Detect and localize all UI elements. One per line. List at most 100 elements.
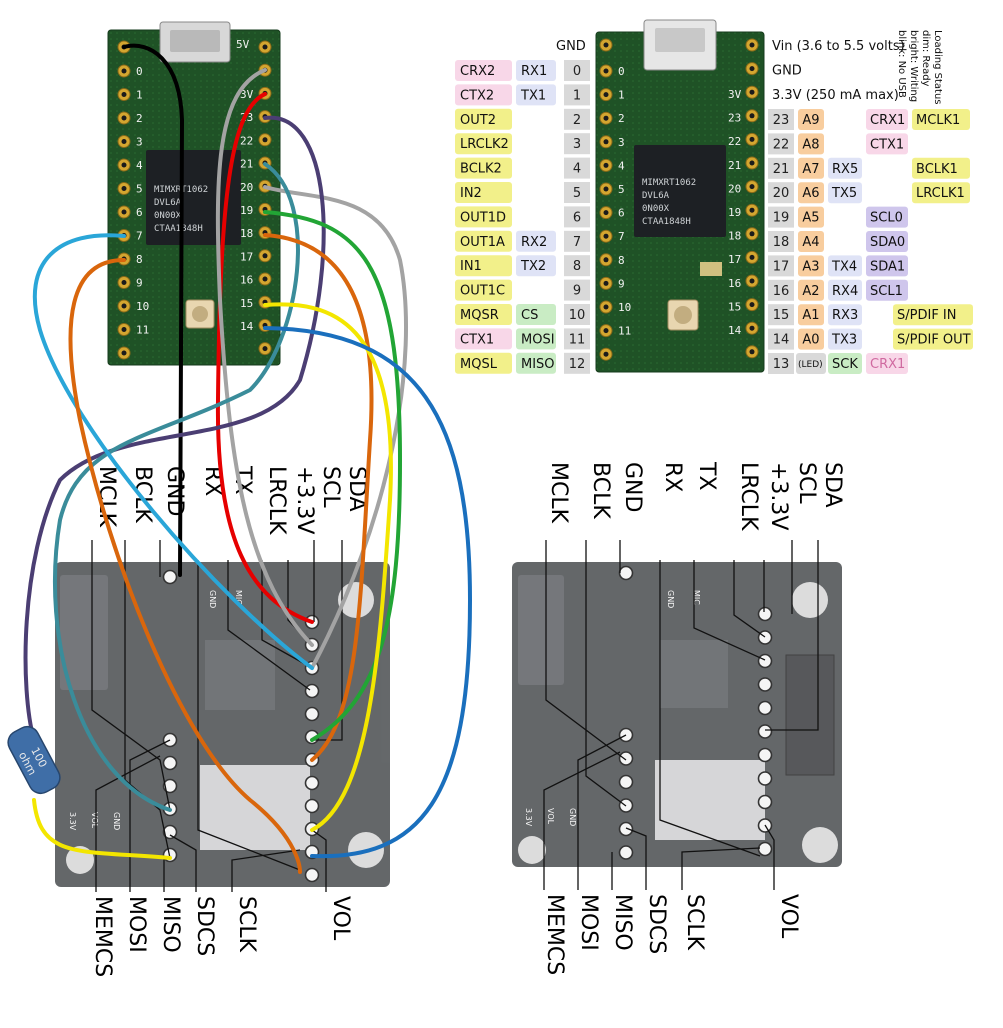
pinout-analog-label: A3	[802, 259, 819, 274]
audio-l-signal-vol: VOL	[328, 896, 353, 941]
audio-r-pad-right	[757, 630, 773, 645]
audio-r-pad-right	[757, 653, 773, 669]
pinout-pin-number-bg	[768, 206, 794, 228]
pinout-pin-number: 19	[773, 211, 790, 226]
pinout-alt-label: CRX1	[870, 113, 905, 128]
pinout-label-bg	[516, 328, 556, 350]
teensy-r-silk-left: 4	[618, 159, 625, 172]
audio-l-pad-right	[304, 683, 320, 699]
pinout-pin-number-bg	[564, 157, 590, 179]
pinout-audio-bg	[893, 328, 973, 350]
pinout-alt-label: SDA1	[870, 259, 905, 274]
teensy-l-silk-left: 6	[136, 206, 143, 219]
pinout-analog-label: A1	[802, 308, 819, 323]
pinout-label-bg	[455, 157, 512, 179]
audio-l-signal-bclk: BCLK	[130, 466, 155, 523]
pinout-label: IN2	[460, 186, 482, 201]
pinout-pin-number: 12	[569, 357, 586, 372]
pinout-alt-bg	[866, 255, 908, 277]
pinout-audio-bg	[893, 304, 973, 326]
pinout-pin13-number: 13	[773, 357, 790, 372]
pinout-serial-label: TX4	[831, 259, 857, 274]
chip-marking-3: 0N00X	[154, 211, 182, 221]
pinout-pin-number-bg	[768, 279, 794, 301]
pinout-label-bg	[516, 304, 556, 325]
pinout-serial-bg	[828, 255, 862, 277]
pinout-pin-number: 10	[569, 308, 586, 323]
pinout-pin-number-bg	[564, 182, 590, 203]
pinout-label-bg	[455, 328, 512, 350]
jumper-wires	[23, 43, 473, 874]
board-silk-3v3-r: 3.3V	[524, 808, 533, 827]
pinout-label: MOSI	[521, 332, 555, 347]
teensy-r-silk-left: 10	[618, 301, 631, 314]
pinout-pin-number-bg	[768, 231, 794, 252]
pinout-pin-number-bg	[768, 328, 794, 350]
teensy-r-silk-left: 9	[618, 277, 625, 290]
pinout-pin-number-bg	[564, 304, 590, 325]
teensy-l-silk-left: 0	[136, 65, 143, 78]
pinout-pin-number: 3	[573, 137, 581, 152]
pinout-label-bg	[455, 133, 512, 155]
pinout-led-label: (LED)	[798, 360, 823, 370]
teensy-l-silk-right: 15	[240, 297, 253, 310]
teensy-l-silk-right: 22	[240, 134, 253, 147]
teensy-r-silk-right: 3V	[728, 88, 742, 101]
pinout-label: CTX1	[460, 332, 494, 347]
pinout-serial-bg	[828, 328, 862, 350]
audio-r-pad-right	[757, 724, 773, 739]
pinout-pin-number-bg	[768, 304, 794, 326]
audio-r-pad-gnd	[618, 565, 634, 581]
pin-gnd-top-label: GND	[556, 39, 586, 54]
pinout-analog-bg	[798, 328, 824, 350]
audio-r-pad-right	[757, 606, 773, 622]
pinout-pin-number: 14	[773, 333, 790, 348]
audio-l-pad-left	[162, 824, 178, 840]
teensy-r-silk-left: 6	[618, 207, 625, 220]
pinout-alt-bg	[866, 231, 908, 252]
audio-l-signal-miso: MISO	[158, 896, 183, 953]
teensy-l-silk-left: 10	[136, 300, 149, 313]
pinout-label-bg	[455, 352, 512, 374]
pinout-label-bg	[455, 60, 512, 81]
pinout-pin-number-bg	[564, 133, 590, 155]
audio-r-signal-vol: VOL	[776, 894, 801, 939]
teensy-r-silk-right: 23	[728, 112, 741, 125]
pinout-pin-number-bg	[564, 84, 590, 106]
audio-l-signal-gnd: GND	[162, 466, 187, 516]
audio-l-signal-sdcs: SDCS	[192, 896, 217, 956]
pinout-label-bg	[516, 84, 556, 106]
pinout-alt-label: CTX1	[870, 137, 904, 152]
pinout-analog-label: A7	[802, 162, 819, 177]
pinout-crx1-label: CRX1	[870, 357, 905, 372]
pinout-pin-number-bg	[564, 108, 590, 130]
pinout-pin-number-bg	[564, 255, 590, 277]
pinout-label: OUT2	[460, 113, 496, 128]
pinout-analog-label: A5	[802, 211, 819, 226]
pinout-analog-label: A2	[802, 284, 819, 299]
pinout-serial-bg	[828, 279, 862, 301]
audio-l-pad-left	[162, 778, 178, 794]
teensy-r-silk-right: 15	[728, 300, 741, 313]
pinout-pin-number: 4	[573, 162, 581, 177]
audio-r-signal-miso: MISO	[610, 894, 635, 951]
teensy-r-silk-left: 2	[618, 112, 625, 125]
audio-l-pad-right	[304, 798, 320, 814]
audio-r-pad-left	[618, 751, 634, 766]
status-dim: dim: Ready	[920, 30, 931, 87]
pinout-label: OUT1A	[460, 235, 505, 250]
pinout-audio-label: LRCLK1	[916, 186, 965, 201]
teensy-r-silk-left: 11	[618, 325, 631, 338]
pinout-label-bg	[455, 206, 512, 228]
pinout-analog-label: A0	[802, 333, 819, 348]
teensy-r-silk-left: 7	[618, 230, 625, 243]
pinout-pin-number-bg	[564, 206, 590, 228]
pinout-label: LRCLK2	[460, 137, 509, 152]
teensy-l-silk-left: 8	[136, 253, 143, 266]
pinout-sck-bg	[828, 353, 862, 374]
audio-r-signal-lrclk: LRCLK	[736, 462, 761, 531]
pinout-analog-bg	[798, 157, 824, 179]
pinout-pin-number: 5	[573, 186, 581, 201]
pinout-label-bg	[455, 230, 512, 252]
